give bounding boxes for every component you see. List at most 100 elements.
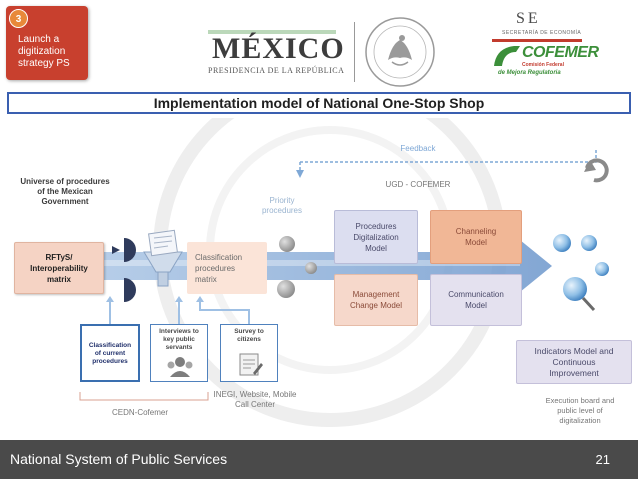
input-node-icon <box>124 238 136 262</box>
procedures-digitalization-box: Procedures Digitalization Model <box>334 210 418 264</box>
universe-label-line: Universe of procedures <box>20 177 110 186</box>
classification-line: procedures <box>195 263 236 273</box>
step-label-line: Launch a <box>18 34 60 45</box>
footer-bar: National System of Public Services 21 <box>0 440 638 479</box>
magnifier-handle <box>581 296 596 312</box>
small-box-line: Interviews to <box>159 328 199 335</box>
rfty-matrix-box: RFTyS/ Interoperability matrix <box>14 242 104 294</box>
globe-icon <box>553 234 571 252</box>
execution-line: digitalization <box>559 416 601 425</box>
classification-line: matrix <box>195 274 217 284</box>
small-box-line: Classification <box>88 342 132 349</box>
people-icon <box>167 357 193 377</box>
feedback-line <box>300 150 597 163</box>
management-change-box: Management Change Model <box>334 274 418 326</box>
proc-dig-line: Model <box>365 243 387 253</box>
channeling-line: Model <box>465 238 487 247</box>
cofemer-mark-icon <box>494 46 520 66</box>
communication-line: Model <box>465 301 487 310</box>
mexico-logo-subtitle: PRESIDENCIA DE LA REPÚBLICA <box>208 66 345 75</box>
inegi-line: Call Center <box>234 400 275 409</box>
channeling-model-box: Channeling Model <box>430 210 522 264</box>
priority-label-line: Priority <box>269 196 295 205</box>
funnel-icon <box>143 229 183 287</box>
classification-line: Classification <box>195 252 243 262</box>
small-box-line: procedures <box>92 358 128 365</box>
classification-current-box: Classification of current procedures <box>80 324 140 382</box>
management-line: Management <box>352 290 400 299</box>
universe-label-line: Government <box>41 197 89 206</box>
priority-procedure-ball <box>279 236 295 252</box>
step-number-badge: 3 <box>9 9 28 28</box>
step-label-line: digitization <box>18 46 66 57</box>
execution-line: Execution board and <box>545 396 615 405</box>
execution-label: Execution board and public level of digi… <box>530 396 630 426</box>
connector-arrowhead <box>196 296 204 302</box>
footer-title: National System of Public Services <box>10 451 228 467</box>
survey-box: Survey to citizens <box>220 324 278 382</box>
mexico-seal-icon <box>365 17 435 87</box>
small-box-line: citizens <box>237 336 261 343</box>
classification-matrix-box: Classification procedures matrix <box>187 242 267 294</box>
step-label: Launch a digitization strategy PS <box>18 34 86 70</box>
cofemer-logo: COFEMER Comisión Federal de Mejora Regul… <box>492 44 599 80</box>
small-box-line: of current <box>94 350 126 357</box>
proc-dig-line: Digitalization <box>353 232 399 242</box>
connector-arrowhead <box>106 296 114 302</box>
inegi-line: INEGI, Website, Mobile <box>213 390 297 399</box>
cofemer-logo-subtitle: Comisión Federal <box>522 62 564 68</box>
survey-form-icon <box>239 353 263 376</box>
globe-icon <box>581 235 597 251</box>
interviews-box: Interviews to key public servants <box>150 324 208 382</box>
priority-label-line: procedures <box>261 206 303 215</box>
rfty-line: RFTyS/ <box>45 252 73 262</box>
indicators-line: Indicators Model and <box>534 345 614 356</box>
indicators-line: Continuous <box>552 356 596 367</box>
feedback-arrowhead <box>296 170 304 178</box>
logo-divider <box>354 22 355 82</box>
management-line: Change Model <box>349 301 403 310</box>
feedback-label: Feedback <box>400 144 436 153</box>
small-box-line: Survey to <box>234 328 264 335</box>
priority-label: Priority procedures <box>250 196 314 216</box>
page-number: 21 <box>595 452 610 467</box>
channeling-line: Channeling <box>455 227 497 236</box>
cofemer-logo-subtitle-2: de Mejora Regulatoria <box>498 70 561 76</box>
rfty-line: matrix <box>46 274 71 284</box>
se-logo-word: SE <box>516 10 541 27</box>
execution-line: public level of <box>557 406 603 415</box>
indicators-model-box: Indicators Model and Continuous Improvem… <box>516 340 632 384</box>
cedn-bracket <box>79 392 209 401</box>
mexico-logo-stripes <box>208 30 336 34</box>
globe-icon <box>595 262 609 276</box>
small-box-line: key public <box>163 336 195 343</box>
input-node-icon <box>124 278 136 302</box>
rfty-line: Interoperability <box>30 263 88 273</box>
refresh-cycle-icon <box>584 158 609 183</box>
page-title: Implementation model of National One-Sto… <box>9 95 629 111</box>
indicators-line: Improvement <box>549 367 599 378</box>
universe-label: Universe of procedures of the Mexican Go… <box>6 177 124 207</box>
mexico-logo-word: MÉXICO <box>212 32 345 65</box>
page-title-bar: Implementation model of National One-Sto… <box>7 92 631 114</box>
page-title-text: Implementation model of National One-Sto… <box>151 95 487 111</box>
se-logo: SE SECRETARÍA DE ECONOMÍA <box>492 10 582 42</box>
priority-procedure-ball <box>277 280 295 298</box>
step-card: 3 Launch a digitization strategy PS <box>6 6 88 80</box>
priority-procedure-ball <box>305 262 317 274</box>
magnifier-globe-icon <box>563 277 587 301</box>
connector-arrow <box>199 300 250 324</box>
cedn-label: CEDN-Cofemer <box>111 408 168 417</box>
inegi-label: INEGI, Website, Mobile Call Center <box>200 390 310 410</box>
input-pointer-icon <box>112 246 120 254</box>
se-logo-subtitle: SECRETARÍA DE ECONOMÍA <box>502 30 582 36</box>
communication-model-box: Communication Model <box>430 274 522 326</box>
small-box-line: servants <box>165 344 193 351</box>
connector-arrowhead <box>175 296 183 302</box>
se-logo-bar <box>492 39 582 42</box>
step-label-line: strategy PS <box>18 58 70 69</box>
communication-line: Communication <box>448 290 504 299</box>
cofemer-logo-word: COFEMER <box>522 44 599 61</box>
universe-label-line: of the Mexican <box>37 187 93 196</box>
ugd-label: UGD - COFEMER <box>385 180 451 189</box>
